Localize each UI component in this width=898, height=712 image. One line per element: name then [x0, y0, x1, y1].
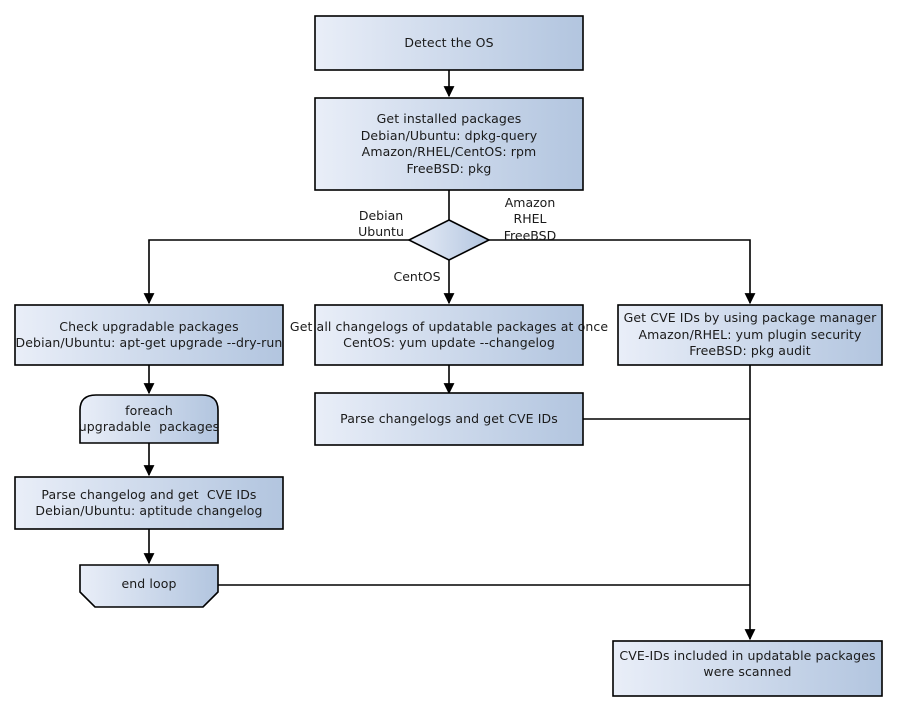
node-detect-os[interactable] — [314, 15, 584, 71]
node-get-all-changelogs[interactable] — [314, 304, 584, 366]
edge-label-centos: CentOS — [393, 269, 441, 284]
edge-label-debian-ubuntu: Debian Ubuntu — [358, 208, 404, 240]
node-get-cve-ids-pkg-manager[interactable] — [617, 304, 883, 366]
edge-decision-to-cve-pkg-manager — [479, 239, 756, 305]
node-check-upgradable[interactable] — [14, 304, 284, 366]
node-foreach-loop-start[interactable] — [79, 394, 219, 444]
node-end-loop[interactable] — [79, 564, 219, 608]
node-parse-changelog-single[interactable] — [14, 476, 284, 530]
edge-label-amazon-rhel-freebsd: Amazon RHEL FreeBSD — [503, 195, 557, 243]
node-scan-complete[interactable] — [612, 640, 883, 697]
edge-decision-to-check-upgradable — [143, 239, 419, 305]
node-get-installed-packages[interactable] — [314, 97, 584, 191]
node-parse-changelogs-bulk[interactable] — [314, 392, 584, 446]
node-os-decision[interactable] — [407, 219, 491, 261]
